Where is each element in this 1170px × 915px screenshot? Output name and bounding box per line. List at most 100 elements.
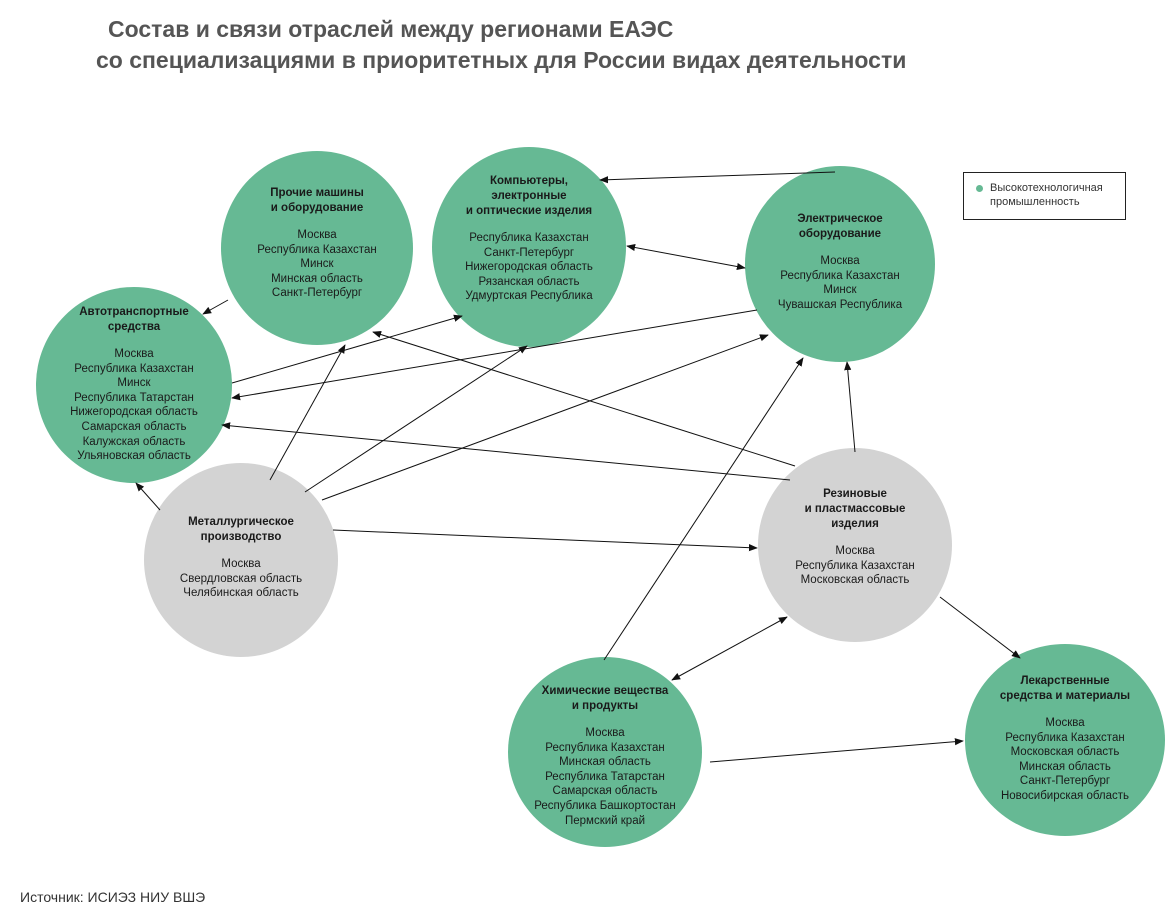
node-title-line: Компьютеры,	[489, 175, 569, 187]
edge-metallurgy-to-computers	[304, 345, 528, 493]
node-region: Санкт-Петербург	[1019, 775, 1111, 788]
edge-metallurgy-to-electrical	[321, 334, 769, 501]
node-circle-pharma	[965, 644, 1165, 836]
node-region: Рязанская область	[478, 275, 580, 288]
edge-metallurgy-to-machines	[269, 344, 346, 481]
node-region: Минск	[300, 258, 334, 271]
node-title: Металлургическое производство	[180, 515, 302, 545]
legend-high-tech-dot-icon	[976, 185, 983, 192]
node-region: Калужская область	[82, 435, 186, 448]
page-title: Состав и связи отраслей между регионами …	[96, 14, 906, 76]
node-region: Минск	[117, 377, 151, 390]
edge-electrical-to-vehicles	[231, 309, 758, 401]
node-region: Московская область	[1010, 746, 1120, 759]
node-region: Республика Татарстан	[545, 770, 665, 783]
node-circle-computers	[432, 147, 626, 347]
edge-chemicals-to-pharma	[709, 738, 964, 763]
node-region: Нижегородская область	[465, 261, 593, 274]
node-title: Лекарственные средства и материалы	[1000, 674, 1130, 704]
node-title-line: производство	[200, 531, 282, 543]
node-region: Москва	[297, 229, 337, 241]
legend: Высокотехнологичная промышленность	[963, 172, 1126, 220]
node-region: Республика Башкортостан	[534, 799, 676, 812]
node-title-line: и оптические изделия	[465, 205, 593, 217]
node-circle-machines	[221, 151, 413, 345]
node-region: Минская область	[1019, 760, 1111, 773]
node-region: Минская область	[559, 756, 651, 769]
node-title-line: Электрическое	[797, 213, 883, 225]
node-title: Резиновые и пластмассовые изделия	[795, 487, 914, 532]
legend-label-line-2: промышленность	[990, 196, 1080, 208]
node-region: Чувашская Республика	[777, 298, 903, 311]
node-region: Санкт-Петербург	[271, 287, 363, 300]
edge-chemicals-to-electrical	[603, 357, 804, 661]
edge-rubber-to-electrical	[844, 361, 856, 453]
node-region: Нижегородская область	[70, 406, 198, 419]
node-title: Электрическое оборудование	[778, 212, 902, 242]
node-region: Республика Казахстан	[795, 559, 915, 572]
edge-metallurgy-to-vehicles	[135, 482, 161, 511]
node-region: Республика Казахстан	[1005, 731, 1125, 744]
edge-rubber-to-machines	[372, 331, 796, 467]
node-title-line: и пластмассовые	[804, 503, 906, 515]
node-title-line: Автотранспортные	[79, 306, 189, 318]
node-region: Москва	[1045, 717, 1085, 729]
edge-metallurgy-to-rubber	[332, 529, 758, 552]
node-title-line: Химические вещества	[541, 685, 669, 697]
edge-computers-to-electrical	[626, 243, 746, 271]
node-region: Республика Татарстан	[74, 391, 194, 404]
node-title-line: Прочие машины	[270, 187, 364, 199]
node-region: Санкт-Петербург	[483, 246, 575, 259]
title-line-1: Состав и связи отраслей между регионами …	[108, 16, 674, 42]
node-region: Московская область	[800, 574, 910, 587]
edge-chemicals-to-rubber	[671, 616, 788, 681]
source-note: Источник: ИСИЭЗ НИУ ВШЭ	[20, 889, 206, 905]
edge-machines-to-vehicles	[202, 299, 229, 315]
node-region: Республика Казахстан	[469, 232, 589, 244]
node-region: Республика Казахстан	[780, 269, 900, 282]
node-title-line: оборудование	[798, 228, 882, 240]
edge-vehicles-to-computers	[231, 314, 463, 384]
node-title-line: Лекарственные	[1020, 675, 1110, 687]
node-region: Самарская область	[552, 785, 658, 798]
edge-electrical-to-computers	[599, 171, 836, 184]
node-region: Свердловская область	[179, 572, 303, 585]
node-circle-chemicals	[508, 657, 702, 847]
node-region: Москва	[835, 545, 875, 557]
node-circle-metallurgy	[144, 463, 338, 657]
node-circle-electrical	[745, 166, 935, 362]
edge-rubber-to-vehicles	[221, 422, 791, 481]
node-title-line: Резиновые	[823, 488, 887, 500]
node-region: Москва	[585, 727, 625, 739]
node-region: Минск	[823, 284, 857, 297]
node-region: Минская область	[271, 272, 363, 285]
node-region: Новосибирская область	[1000, 789, 1130, 802]
node-region: Москва	[820, 255, 860, 267]
node-region: Ульяновская область	[77, 450, 191, 463]
node-title: Химические вещества и продукты	[534, 684, 676, 714]
node-title-line: средства и материалы	[999, 690, 1131, 702]
node-title-line: Металлургическое	[188, 516, 294, 528]
node-circle-rubber	[758, 448, 952, 642]
node-region: Удмуртская Республика	[465, 290, 593, 303]
node-region: Самарская область	[81, 420, 187, 433]
legend-label-line-1: Высокотехнологичная	[990, 182, 1103, 194]
title-line-2: со специализациями в приоритетных для Ро…	[96, 47, 907, 73]
node-title-line: и продукты	[571, 700, 639, 712]
node-region: Республика Казахстан	[257, 243, 377, 256]
node-title-line: изделия	[831, 518, 879, 530]
node-circle-vehicles	[36, 287, 232, 483]
edge-rubber-to-pharma	[939, 596, 1021, 659]
node-region: Челябинская область	[183, 587, 299, 600]
